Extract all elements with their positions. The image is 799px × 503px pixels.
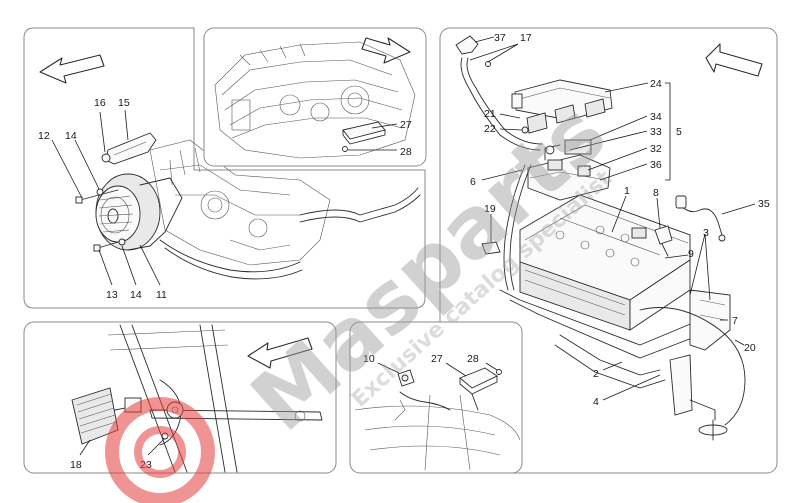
clip-37 <box>455 35 479 55</box>
label-3: 3 <box>703 227 709 239</box>
label-14: 14 <box>65 130 77 142</box>
label-6: 6 <box>470 176 476 188</box>
nut-16 <box>101 153 111 163</box>
label-34: 34 <box>650 111 662 123</box>
label-28-top: 28 <box>400 146 412 158</box>
cable-35 <box>679 204 723 236</box>
label-17: 17 <box>520 32 532 44</box>
label-15: 15 <box>118 97 130 109</box>
label-5: 5 <box>676 126 682 138</box>
label-9: 9 <box>688 248 694 260</box>
label-20: 20 <box>744 342 756 354</box>
label-11: 11 <box>156 289 167 301</box>
label-19: 19 <box>484 203 496 215</box>
label-1: 1 <box>624 185 630 197</box>
direction-arrow-icon <box>39 54 105 84</box>
alternator <box>95 173 183 251</box>
label-16: 16 <box>94 97 106 109</box>
direction-arrow-icon <box>705 43 763 77</box>
grommet-19 <box>481 241 501 255</box>
label-24: 24 <box>650 78 662 90</box>
panel-engine-top: 27 28 <box>203 27 427 167</box>
panel-module: 10 27 28 <box>349 321 523 474</box>
label-4: 4 <box>593 396 599 408</box>
label-8: 8 <box>653 187 659 199</box>
direction-arrow-icon <box>247 337 313 369</box>
label-18: 18 <box>70 459 82 471</box>
label-14b: 14 <box>130 289 142 301</box>
label-36: 36 <box>650 159 662 171</box>
battery-1 <box>519 194 691 331</box>
label-7: 7 <box>732 315 738 327</box>
terminal-block <box>527 139 611 201</box>
label-13: 13 <box>106 289 118 301</box>
engine-bay <box>214 41 416 159</box>
label-12: 12 <box>38 130 50 142</box>
battery-tray <box>499 289 731 421</box>
label-28-module: 28 <box>467 353 479 365</box>
label-37: 37 <box>494 32 506 44</box>
watermark-logo-icon <box>105 397 215 503</box>
panel-battery: 37 17 24 21 22 34 33 32 36 5 6 1 8 35 19… <box>439 27 778 474</box>
label-33: 33 <box>650 126 662 138</box>
label-21: 21 <box>484 108 496 120</box>
label-35: 35 <box>758 198 770 210</box>
label-27-top: 27 <box>400 119 412 131</box>
panel-alternator: 16 15 12 14 13 14 11 <box>23 27 426 309</box>
fuse-box-24 <box>511 79 613 134</box>
label-27-module: 27 <box>431 353 443 365</box>
module-background <box>354 394 521 471</box>
label-10: 10 <box>363 353 375 365</box>
label-2: 2 <box>593 368 599 380</box>
label-22: 22 <box>484 123 496 135</box>
label-32: 32 <box>650 143 662 155</box>
